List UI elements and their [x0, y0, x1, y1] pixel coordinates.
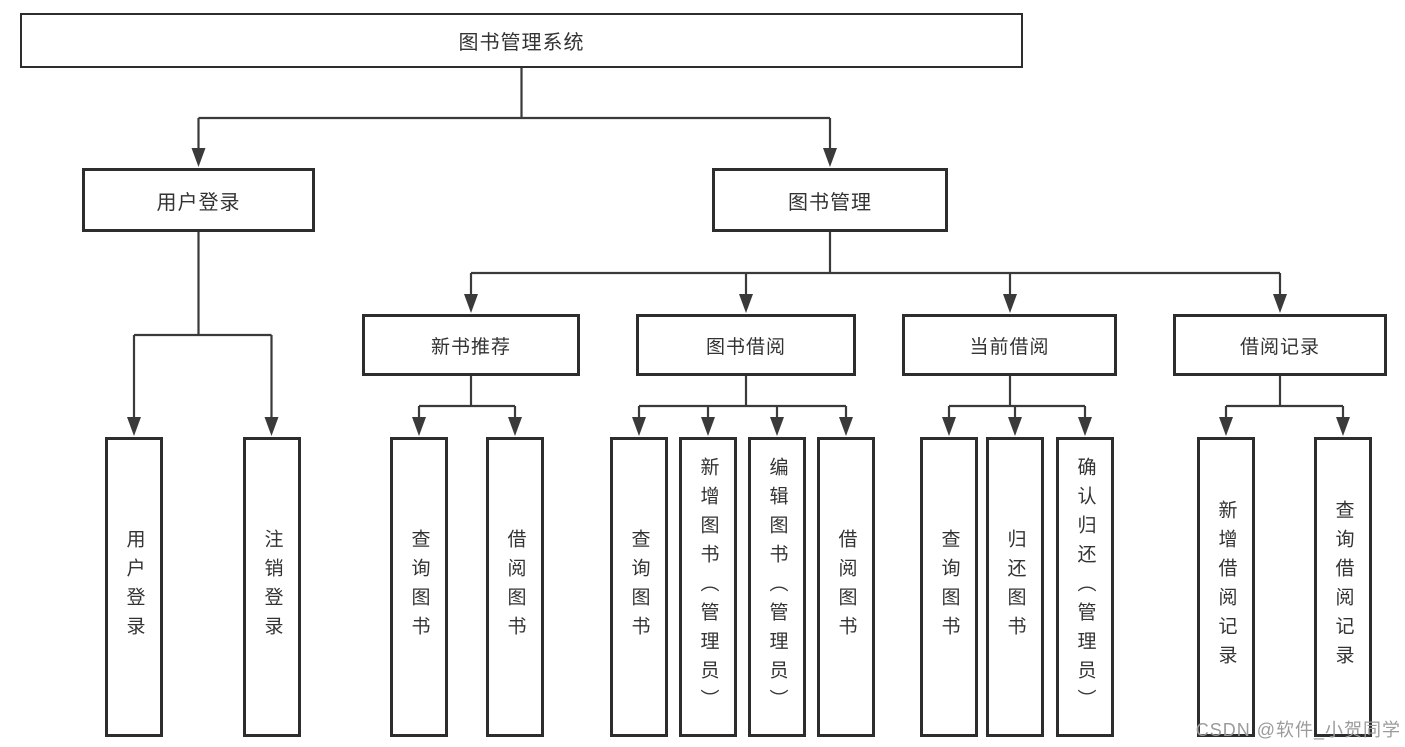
- leaf-add-book-admin: 新增图书（管理员）: [679, 437, 737, 737]
- node-book-management: 图书管理: [712, 168, 948, 232]
- node-label: 用户登录: [123, 529, 145, 645]
- leaf-add-borrow-record: 新增借阅记录: [1197, 437, 1255, 737]
- arrowhead-icon: [1008, 417, 1022, 436]
- node-label: 借阅图书: [504, 529, 526, 645]
- watermark: CSDN @软件_小贺同学: [1195, 720, 1401, 740]
- node-label: 用户登录: [156, 191, 241, 214]
- arrowhead-icon: [739, 294, 753, 313]
- node-library-management-system: 图书管理系统: [20, 13, 1023, 68]
- edge-new-book-recommend-to-leaves: [417, 376, 517, 419]
- leaf-edit-book-admin: 编辑图书（管理员）: [748, 437, 806, 737]
- node-label: 新增借阅记录: [1215, 500, 1237, 674]
- node-label: 归还图书: [1004, 529, 1026, 645]
- arrowhead-icon: [942, 417, 956, 436]
- arrowhead-icon: [264, 417, 279, 436]
- edge-current-borrow-to-leaves: [947, 376, 1087, 419]
- node-current-borrow: 当前借阅: [902, 314, 1117, 376]
- arrowhead-icon: [1078, 417, 1092, 436]
- edge-book-borrow-to-leaves: [637, 376, 848, 419]
- arrowhead-icon: [1219, 417, 1233, 436]
- node-label: 查询图书: [628, 529, 650, 645]
- leaf-confirm-return-admin: 确认归还（管理员）: [1056, 437, 1114, 737]
- arrowheads: [127, 148, 1350, 436]
- node-label: 注销登录: [261, 529, 283, 645]
- leaf-query-books-recommend: 查询图书: [390, 437, 448, 737]
- arrowhead-icon: [770, 417, 784, 436]
- leaf-query-books-borrow: 查询图书: [610, 437, 668, 737]
- arrowhead-icon: [1273, 294, 1287, 313]
- node-label: 借阅记录: [1239, 336, 1320, 358]
- node-label: 图书管理: [788, 191, 872, 214]
- arrowhead-icon: [1003, 294, 1017, 313]
- leaf-query-borrow-record: 查询借阅记录: [1314, 437, 1372, 737]
- node-label: 查询图书: [408, 529, 430, 645]
- node-label: 编辑图书（管理员）: [766, 456, 788, 718]
- node-label: 新增图书（管理员）: [697, 456, 719, 718]
- node-label: 借阅图书: [835, 529, 857, 645]
- edge-user-login-to-leaves: [132, 232, 273, 419]
- node-borrow-records: 借阅记录: [1173, 314, 1387, 376]
- node-label: 查询图书: [938, 529, 960, 645]
- leaf-borrow-books: 借阅图书: [817, 437, 875, 737]
- arrowhead-icon: [1336, 417, 1350, 436]
- edge-book-management-to-level3: [469, 232, 1282, 296]
- arrowhead-icon: [839, 417, 853, 436]
- arrowhead-icon: [632, 417, 646, 436]
- node-label: 图书管理系统: [458, 32, 585, 54]
- arrowhead-icon: [508, 417, 522, 436]
- node-label: 查询借阅记录: [1332, 500, 1354, 674]
- node-label: 新书推荐: [430, 336, 511, 358]
- leaf-query-books-current: 查询图书: [920, 437, 978, 737]
- leaf-return-book: 归还图书: [986, 437, 1044, 737]
- node-label: 确认归还（管理员）: [1074, 456, 1096, 718]
- arrowhead-icon: [127, 417, 141, 436]
- arrowhead-icon: [701, 417, 715, 436]
- arrowhead-icon: [412, 417, 426, 436]
- leaf-borrow-books-recommend: 借阅图书: [486, 437, 544, 737]
- arrowhead-icon: [191, 148, 206, 167]
- leaf-user-login: 用户登录: [105, 437, 163, 737]
- node-book-borrow: 图书借阅: [636, 314, 856, 376]
- arrowhead-icon: [464, 294, 478, 313]
- edge-root-to-level2: [197, 68, 832, 150]
- edge-borrow-records-to-leaves: [1224, 376, 1345, 419]
- node-label: 图书借阅: [705, 336, 786, 358]
- node-new-book-recommend: 新书推荐: [362, 314, 580, 376]
- node-user-login: 用户登录: [82, 168, 315, 232]
- node-label: 当前借阅: [969, 336, 1050, 358]
- arrowhead-icon: [823, 148, 837, 167]
- leaf-logout: 注销登录: [243, 437, 301, 737]
